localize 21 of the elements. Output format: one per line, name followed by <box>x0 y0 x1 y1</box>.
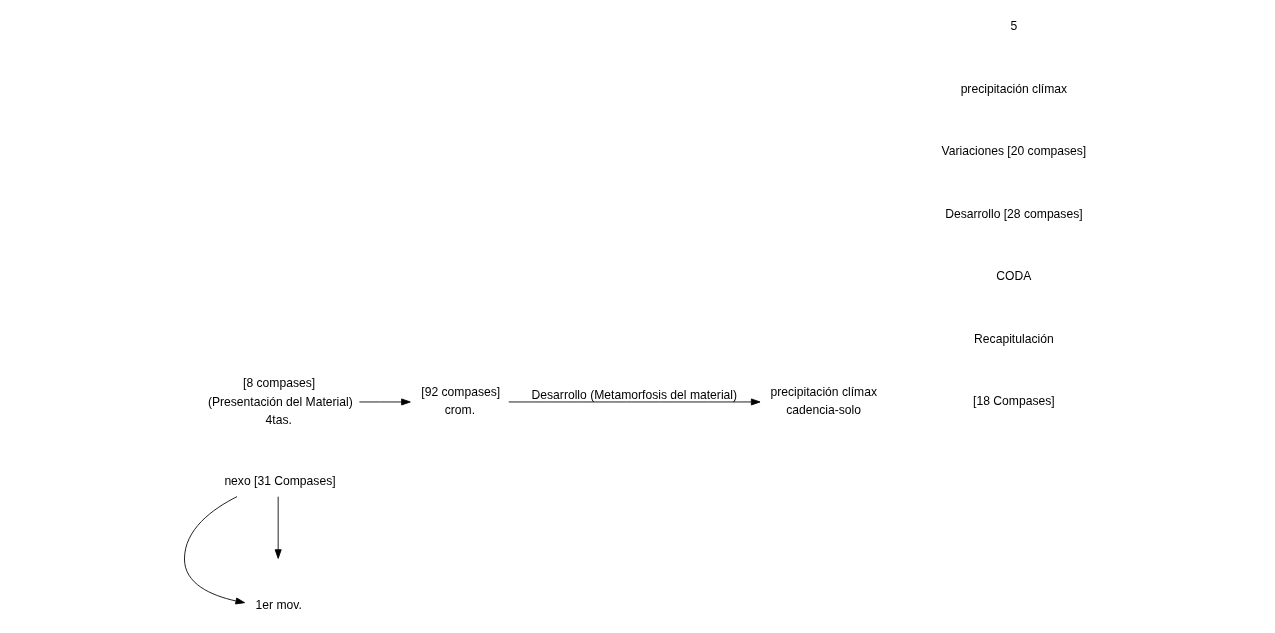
label: Variaciones [20 compases] <box>941 144 1086 159</box>
label: CODA <box>995 269 1031 284</box>
arrow <box>183 496 245 605</box>
node-label: precipitación clímax <box>770 385 877 400</box>
node-text: nexo [31 Compases] <box>223 473 336 488</box>
node-label: [92 compases] <box>420 385 500 400</box>
label: Desarrollo [28 compases] <box>944 206 1083 221</box>
node-label: (Presentación del Material) <box>207 394 353 409</box>
label: [18 Compases] <box>972 394 1055 409</box>
node-text: 4tas. <box>265 412 292 427</box>
arrow <box>274 496 282 559</box>
node-text: crom. <box>444 403 475 418</box>
label: 5 <box>1010 19 1017 34</box>
edge-label: Desarrollo (Metamorfosis del material) <box>531 387 737 402</box>
arrow <box>507 398 760 406</box>
label: precipitación clímax <box>960 81 1067 96</box>
node-text: 1er mov. <box>255 598 302 613</box>
arrow <box>358 398 411 406</box>
node-label: [8 compases] <box>242 376 315 391</box>
label: Recapitulación <box>973 331 1054 346</box>
node-text: cadencia-solo <box>785 403 861 418</box>
